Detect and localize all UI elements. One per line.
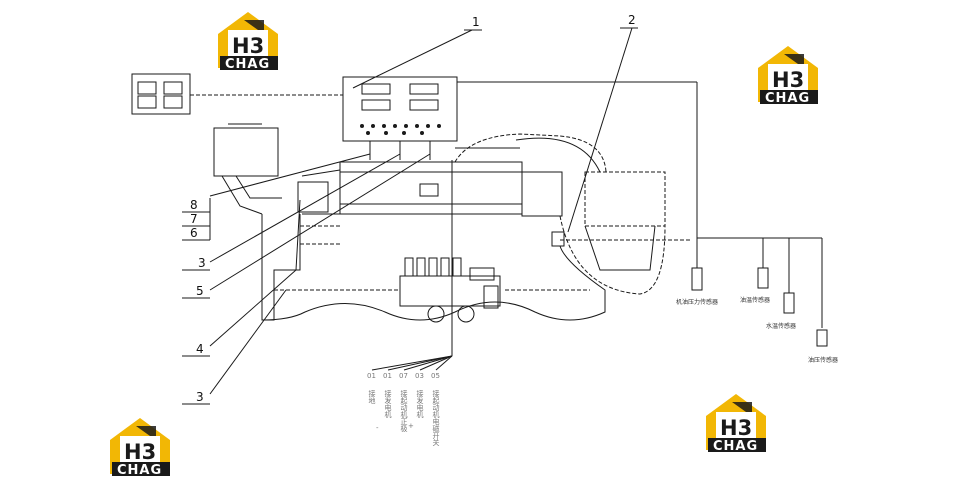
wire-polarity: - bbox=[376, 424, 379, 432]
callout-3: 3 bbox=[196, 390, 204, 404]
brand-logo: H3 CHAG bbox=[218, 12, 278, 72]
svg-text:CHAG: CHAG bbox=[225, 57, 270, 72]
svg-text:H3: H3 bbox=[232, 34, 264, 58]
sensor-label: 油温传感器 bbox=[740, 296, 770, 304]
wire-label: 接起动机电磁开关 bbox=[432, 389, 440, 447]
callout-3: 3 bbox=[198, 256, 206, 270]
wire-label: 接起动机正极 bbox=[400, 389, 408, 433]
sensor-label: 机油压力传感器 bbox=[676, 298, 718, 306]
wire-label: 接发电机 bbox=[384, 389, 392, 419]
svg-text:H3: H3 bbox=[772, 68, 804, 92]
callout-8: 8 bbox=[190, 198, 198, 212]
brand-logo: H3 CHAG bbox=[110, 418, 170, 478]
sensor-label: 水温传感器 bbox=[766, 322, 796, 330]
wire-code: 03 bbox=[415, 372, 424, 380]
callout-5: 5 bbox=[196, 284, 204, 298]
svg-text:CHAG: CHAG bbox=[765, 91, 810, 106]
callout-4: 4 bbox=[196, 342, 204, 356]
wire-code: 01 bbox=[383, 372, 392, 380]
engine-outline bbox=[131, 27, 828, 395]
callout-2: 2 bbox=[628, 13, 636, 27]
svg-text:CHAG: CHAG bbox=[117, 463, 162, 478]
callout-6: 6 bbox=[190, 226, 198, 240]
wire-code: 05 bbox=[431, 372, 440, 380]
wire-label: 接地 bbox=[368, 389, 376, 404]
callout-underlines bbox=[182, 27, 638, 405]
wire-polarity: + bbox=[408, 422, 414, 430]
wire-label: 接发电机 bbox=[416, 389, 424, 419]
callout-7: 7 bbox=[190, 212, 198, 226]
svg-text:H3: H3 bbox=[720, 416, 752, 440]
svg-text:H3: H3 bbox=[124, 440, 156, 464]
svg-text:CHAG: CHAG bbox=[713, 439, 758, 454]
brand-logo: H3 CHAG bbox=[706, 394, 766, 454]
sensor-label: 油压传感器 bbox=[808, 356, 838, 364]
wire-code: 01 bbox=[367, 372, 376, 380]
wire-code: 07 bbox=[399, 372, 408, 380]
callout-1: 1 bbox=[472, 15, 480, 29]
brand-logo: H3 CHAG bbox=[758, 46, 818, 106]
